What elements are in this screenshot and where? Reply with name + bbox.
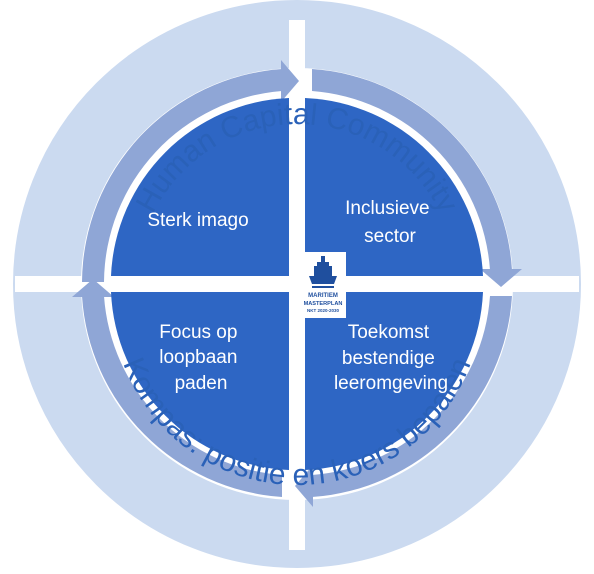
arrow-arc-bottom-left <box>82 296 282 497</box>
quadrant-bottom-right <box>305 292 483 470</box>
logo-line-1: MARITIEM <box>308 293 338 299</box>
quadrant-top-left <box>111 98 289 276</box>
arrow-arc-top-right <box>312 69 512 270</box>
logo-line-3: NKT 2020-2030 <box>307 308 340 313</box>
center-logo: MARITIEM MASTERPLAN NKT 2020-2030 <box>300 252 346 318</box>
ship-icon <box>309 256 337 288</box>
arrow-arc-bottom-right <box>312 296 512 497</box>
arrow-head-bottom <box>295 465 313 507</box>
quadrant-bottom-left <box>111 292 289 470</box>
quadrants <box>111 98 483 470</box>
arrow-head-right <box>480 269 522 287</box>
logo-line-2: MASTERPLAN <box>304 301 343 307</box>
ring-gap-horizontal <box>15 276 579 292</box>
arrow-head-top <box>281 60 299 102</box>
arrow-ring <box>72 60 522 507</box>
quadrant-label-bottom-left: Focus op loopbaan paden <box>159 322 242 394</box>
quadrant-label-top-left: Sterk imago <box>147 210 248 231</box>
quadrant-top-right <box>305 98 483 276</box>
arrow-head-left <box>72 279 114 297</box>
quadrant-label-top-right: Inclusieve sector <box>345 198 435 247</box>
arrow-arc-top-left <box>82 69 282 282</box>
quadrant-label-bottom-right: Toekomst bestendige leeromgeving <box>334 322 448 394</box>
